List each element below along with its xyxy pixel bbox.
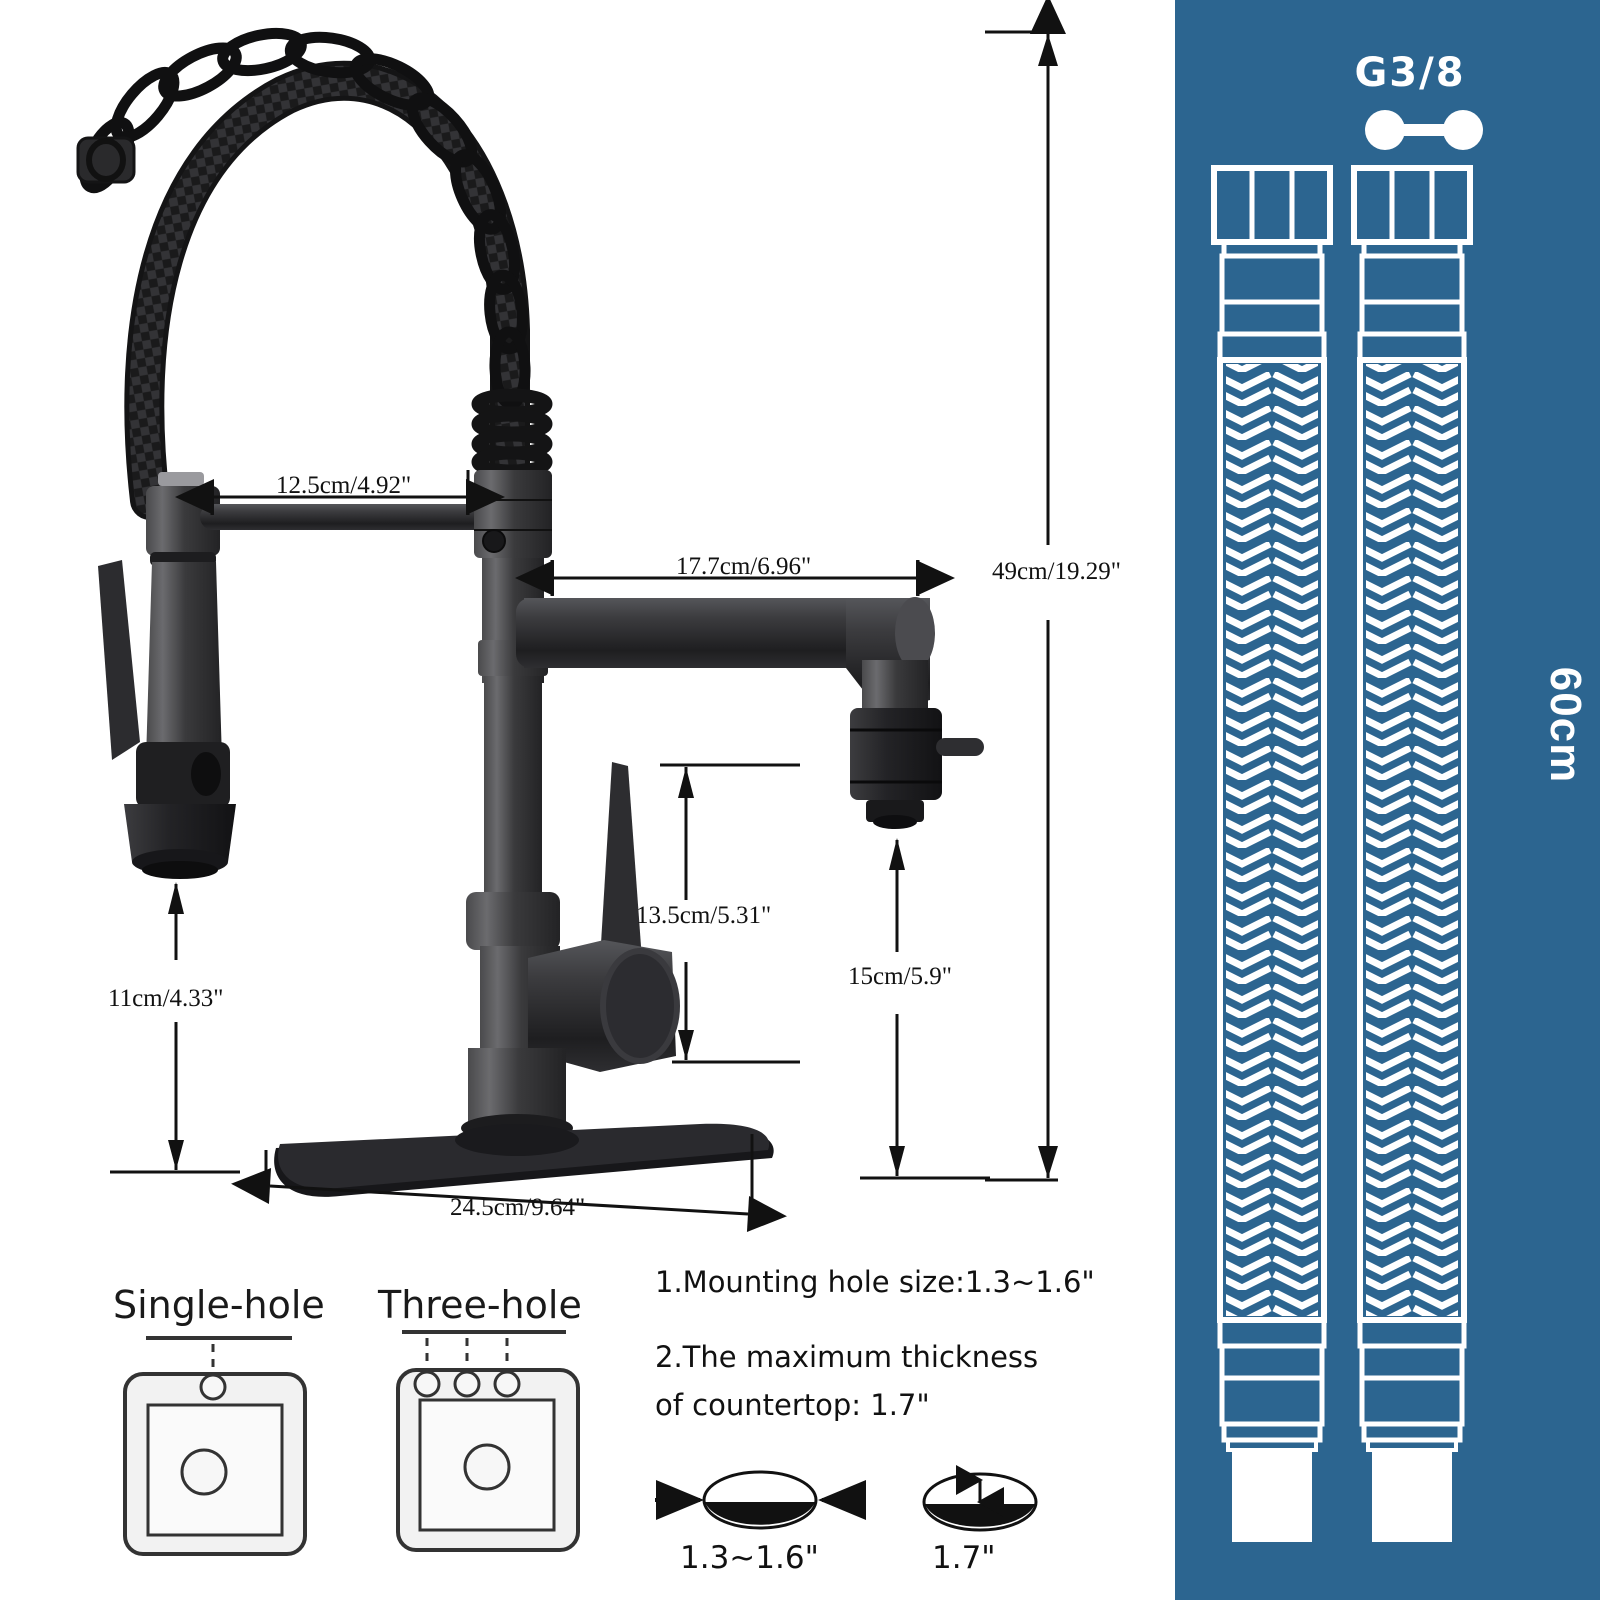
hole-diameter-ellipse xyxy=(655,1470,866,1530)
three-hole-label: Three-hole xyxy=(378,1283,582,1327)
dimension-deck-plate-width: 24.5cm/9.64" xyxy=(450,1194,586,1221)
note-countertop-thickness-line1: 2.The maximum thickness xyxy=(655,1340,1039,1374)
countertop-thickness-ellipse xyxy=(922,1465,1038,1532)
note-mounting-hole-size: 1.Mounting hole size:1.3~1.6" xyxy=(655,1265,1095,1299)
single-hole-label: Single-hole xyxy=(113,1283,325,1327)
dimension-total-height: 49cm/19.29" xyxy=(992,558,1121,585)
hole-diameter-label: 1.3~1.6" xyxy=(680,1540,819,1576)
three-hole-sink xyxy=(396,1330,580,1552)
single-hole-sink xyxy=(123,1336,307,1556)
dimension-spout-reach: 17.7cm/6.96" xyxy=(676,553,812,580)
countertop-thickness-label: 1.7" xyxy=(932,1540,996,1576)
note-countertop-thickness-line2: of countertop: 1.7" xyxy=(655,1388,930,1422)
dimension-sprayer-drop: 11cm/4.33" xyxy=(108,985,224,1012)
thread-size-label: G3/8 xyxy=(1354,50,1466,96)
dimension-handle-height: 13.5cm/5.31" xyxy=(636,902,772,929)
dimension-reach-upper: 12.5cm/4.92" xyxy=(276,472,412,499)
dimension-spout-clearance: 15cm/5.9" xyxy=(848,963,952,990)
hose-clip xyxy=(76,136,136,184)
